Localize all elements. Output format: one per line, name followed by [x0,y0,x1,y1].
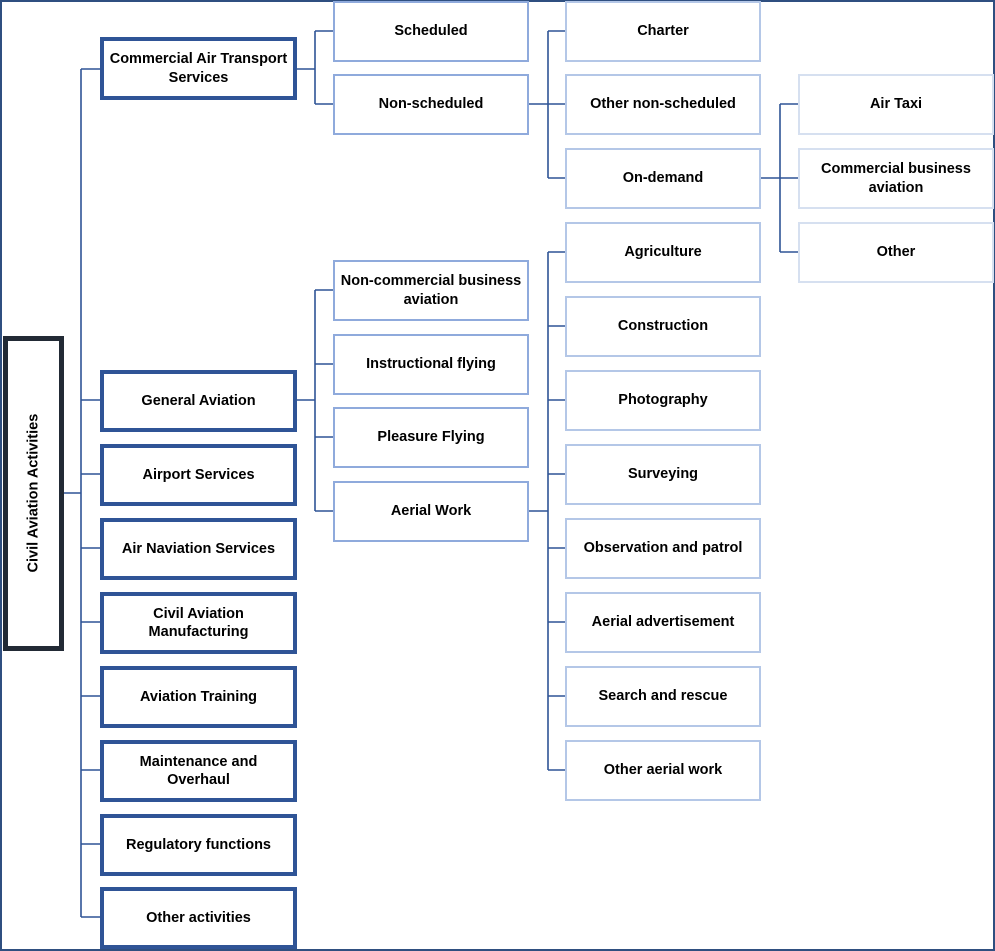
node-air-navigation-services: Air Naviation Services [100,518,297,580]
node-air-taxi: Air Taxi [798,74,994,135]
node-other-aerial-work: Other aerial work [565,740,761,801]
node-commercial-business-aviation: Commercial business aviation [798,148,994,209]
node-commercial-air-transport: Commercial Air Transport Services [100,37,297,100]
node-aviation-training: Aviation Training [100,666,297,728]
node-general-aviation: General Aviation [100,370,297,432]
node-instructional-flying: Instructional flying [333,334,529,395]
node-scheduled: Scheduled [333,1,529,62]
node-other-activities: Other activities [100,887,297,949]
node-observation-patrol: Observation and patrol [565,518,761,579]
node-other-non-scheduled: Other non-scheduled [565,74,761,135]
node-on-demand-other: Other [798,222,994,283]
node-maintenance-overhaul: Maintenance and Overhaul [100,740,297,802]
node-photography: Photography [565,370,761,431]
node-aerial-work: Aerial Work [333,481,529,542]
node-surveying: Surveying [565,444,761,505]
root-label: Civil Aviation Activities [25,414,42,573]
node-charter: Charter [565,1,761,62]
node-pleasure-flying: Pleasure Flying [333,407,529,468]
node-non-commercial-business-aviation: Non-commercial business aviation [333,260,529,321]
node-regulatory-functions: Regulatory functions [100,814,297,876]
node-airport-services: Airport Services [100,444,297,506]
node-aerial-advertisement: Aerial advertisement [565,592,761,653]
root-node: Civil Aviation Activities [3,336,64,651]
node-on-demand: On-demand [565,148,761,209]
node-civil-aviation-manufacturing: Civil Aviation Manufacturing [100,592,297,654]
node-agriculture: Agriculture [565,222,761,283]
node-non-scheduled: Non-scheduled [333,74,529,135]
node-construction: Construction [565,296,761,357]
node-search-rescue: Search and rescue [565,666,761,727]
